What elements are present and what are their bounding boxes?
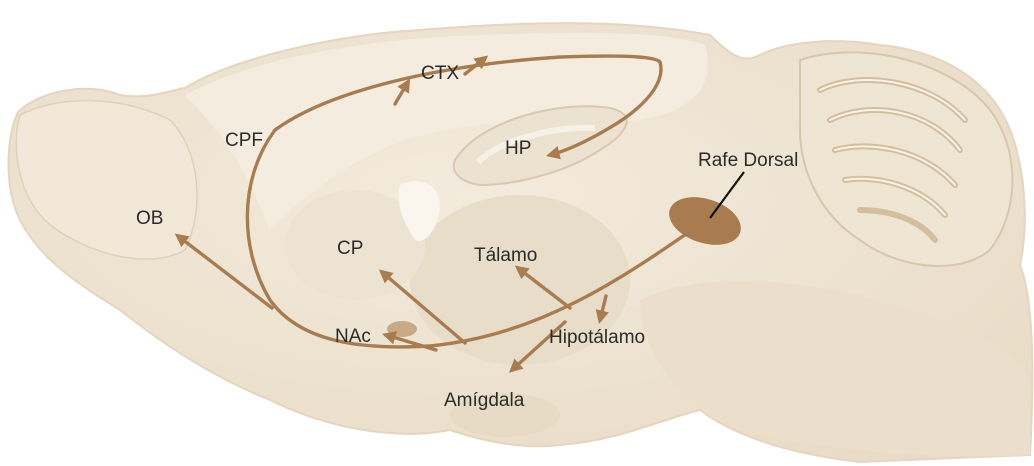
label-ob: OB [136,208,163,229]
label-talamo: Tálamo [474,245,537,266]
nac-nucleus [387,321,417,337]
label-hipotalamo: Hipotálamo [549,327,645,348]
label-amigdala: Amígdala [444,390,525,411]
label-cp: CP [337,238,363,259]
label-hp: HP [505,138,531,159]
label-ctx: CTX [421,63,459,84]
label-rafe-dorsal: Rafe Dorsal [698,150,798,171]
label-nac: NAc [335,326,371,347]
label-cpf: CPF [225,130,263,151]
